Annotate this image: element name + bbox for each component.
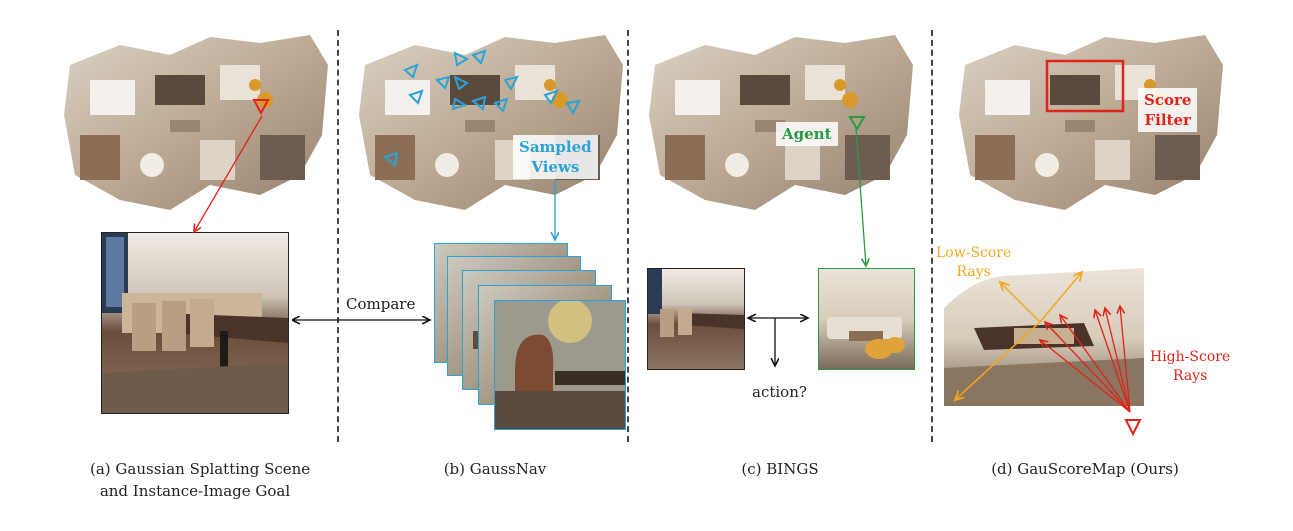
divider-3 bbox=[931, 30, 933, 442]
action-label: action? bbox=[752, 383, 807, 401]
low-score-rays bbox=[955, 272, 1082, 400]
goal-image bbox=[101, 232, 289, 414]
score-filter-label: Score Filter bbox=[1138, 88, 1198, 132]
caption-a-line1: (a) Gaussian Splatting Scene bbox=[90, 460, 311, 478]
score-filter-box bbox=[1045, 59, 1125, 113]
agent-arrow bbox=[855, 127, 866, 266]
scene-map-c bbox=[649, 35, 913, 210]
high-score-line2: Rays bbox=[1172, 368, 1208, 384]
sampled-views-line1: Sampled bbox=[519, 138, 592, 156]
goal-marker bbox=[252, 99, 270, 116]
caption-d-line1: (d) GauScoreMap (Ours) bbox=[991, 460, 1179, 478]
caption-a-line2: and Instance-Image Goal bbox=[99, 482, 291, 500]
caption-a: (a) Gaussian Splatting Scene and Instanc… bbox=[90, 458, 311, 502]
sampled-view-markers bbox=[382, 49, 581, 167]
sampled-view-5 bbox=[494, 300, 626, 430]
sampled-views-label: Sampled Views bbox=[513, 135, 598, 179]
score-filter-line2: Filter bbox=[1144, 111, 1191, 129]
scene-map-b bbox=[359, 35, 623, 210]
caption-c-line1: (c) BINGS bbox=[741, 460, 819, 478]
caption-d: (d) GauScoreMap (Ours) bbox=[990, 458, 1180, 480]
agent-view-image bbox=[818, 268, 915, 370]
agent-label: Agent bbox=[776, 122, 838, 146]
score-agent-marker bbox=[1124, 419, 1142, 437]
sampled-views-line2: Views bbox=[531, 158, 580, 176]
divider-1 bbox=[337, 30, 339, 442]
high-score-rays bbox=[1040, 306, 1131, 413]
divider-2 bbox=[627, 30, 629, 442]
caption-b: (b) GaussNav bbox=[440, 458, 550, 480]
low-score-line2: Rays bbox=[956, 264, 991, 280]
score-map-image bbox=[944, 268, 1144, 406]
caption-c: (c) BINGS bbox=[730, 458, 830, 480]
high-score-label: High-Score Rays bbox=[1150, 348, 1230, 386]
goal-arrow bbox=[194, 115, 263, 232]
high-score-line1: High-Score bbox=[1150, 349, 1231, 365]
goal-image-small bbox=[647, 268, 745, 370]
low-score-line1: Low-Score bbox=[936, 245, 1012, 261]
scene-map-a bbox=[64, 35, 328, 210]
score-filter-line1: Score bbox=[1144, 91, 1192, 109]
scene-map-d bbox=[959, 35, 1223, 210]
caption-b-line1: (b) GaussNav bbox=[443, 460, 547, 478]
compare-label: Compare bbox=[346, 295, 416, 313]
low-score-label: Low-Score Rays bbox=[936, 244, 1011, 282]
agent-marker bbox=[848, 116, 866, 131]
